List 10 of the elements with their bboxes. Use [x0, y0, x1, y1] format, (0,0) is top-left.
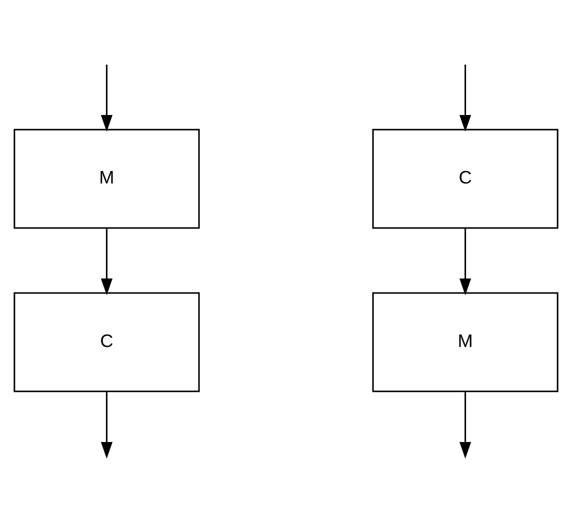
- node-box: M: [372, 292, 558, 392]
- node-box: C: [372, 128, 558, 229]
- node-box: M: [14, 128, 200, 229]
- arrow: [100, 392, 113, 459]
- arrow: [459, 228, 472, 296]
- arrow: [459, 64, 472, 132]
- arrow: [459, 392, 472, 459]
- arrow: [100, 64, 113, 132]
- node-box: C: [14, 292, 200, 392]
- arrow: [100, 228, 113, 296]
